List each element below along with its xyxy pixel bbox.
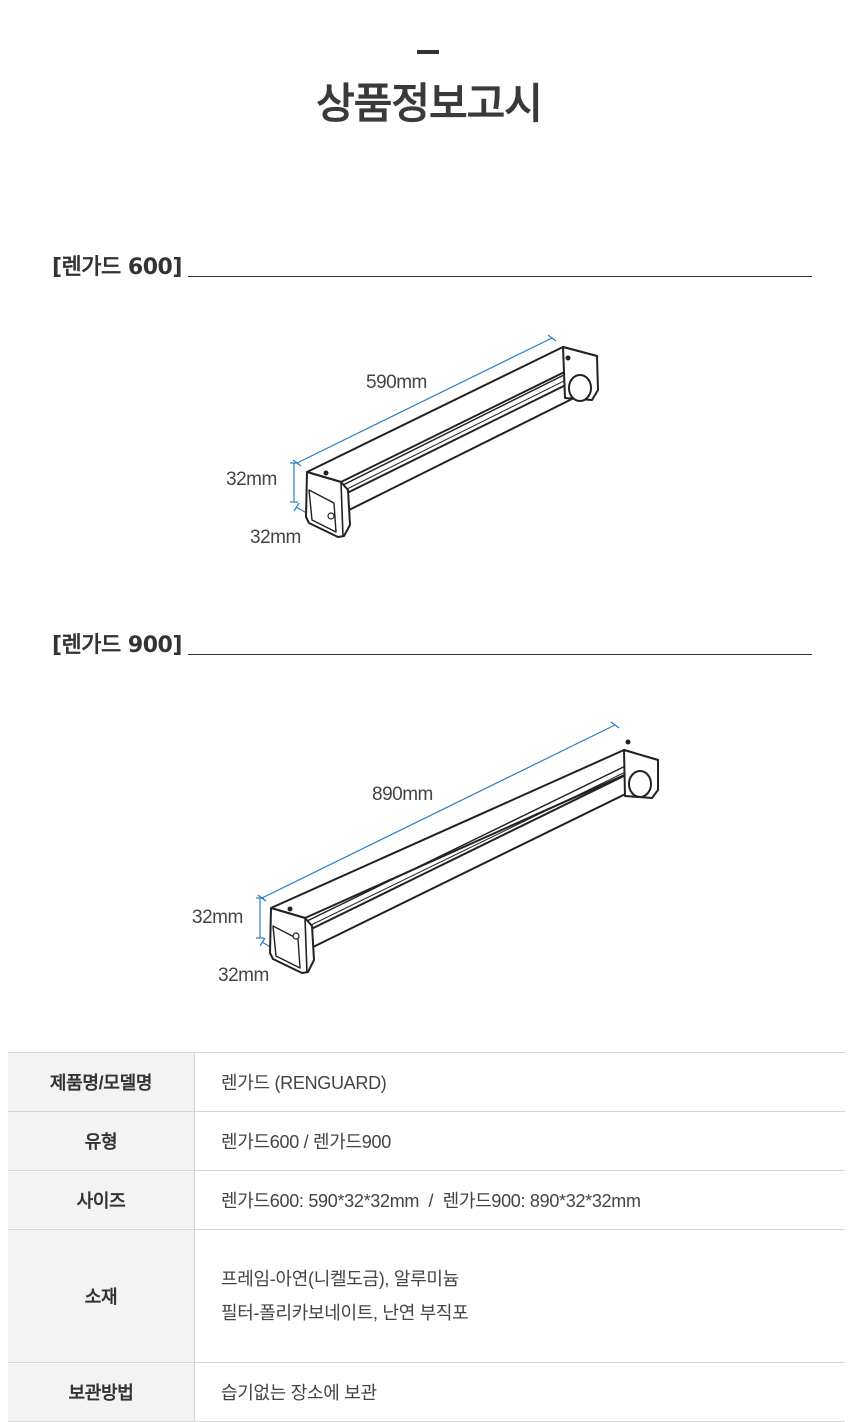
row-value: 렌가드600 / 렌가드900 [194, 1111, 845, 1171]
row-value: 습기없는 장소에 보관 [194, 1362, 845, 1422]
section-label: [렌가드 600] [52, 255, 182, 280]
table-row: 사이즈 렌가드600: 590*32*32mm / 렌가드900: 890*32… [8, 1170, 845, 1230]
material-line: 프레임-아연(니켈도금), 알루미늄 [221, 1269, 459, 1289]
bar-outline [305, 346, 599, 538]
row-key: 보관방법 [8, 1362, 195, 1422]
row-key: 사이즈 [8, 1170, 195, 1230]
dimension-depth-label: 32mm [250, 527, 301, 548]
section-divider [188, 654, 812, 655]
mount-hole [323, 470, 329, 476]
mount-hole [565, 355, 571, 361]
row-value: 렌가드 (RENGUARD) [194, 1052, 845, 1112]
dimension-length-label: 590mm [366, 372, 427, 393]
product-diagram-600: 590mm 32mm 32mm [0, 320, 858, 560]
table-row: 유형 렌가드600 / 렌가드900 [8, 1111, 845, 1171]
row-key: 소재 [8, 1229, 195, 1363]
product-diagram-900: 890mm 32mm 32mm [0, 710, 858, 1000]
page-title: 상품정보고시 [316, 79, 543, 128]
row-value: 프레임-아연(니켈도금), 알루미늄 필터-폴리카보네이트, 난연 부직포 [194, 1229, 845, 1363]
table-row: 보관방법 습기없는 장소에 보관 [8, 1362, 845, 1422]
row-key: 제품명/모델명 [8, 1052, 195, 1112]
dimension-height-label: 32mm [192, 907, 243, 928]
product-info-table: 제품명/모델명 렌가드 (RENGUARD) 유형 렌가드600 / 렌가드90… [8, 1052, 845, 1422]
section-header-renguard-900: [렌가드 900] [52, 630, 812, 662]
title-dash [417, 50, 439, 54]
table-row: 제품명/모델명 렌가드 (RENGUARD) [8, 1052, 845, 1112]
dimension-height-label: 32mm [226, 469, 277, 490]
bar-outline [269, 749, 659, 974]
dimension-length-label: 890mm [372, 784, 433, 805]
row-value: 렌가드600: 590*32*32mm / 렌가드900: 890*32*32m… [194, 1170, 845, 1230]
section-label: [렌가드 900] [52, 633, 182, 658]
section-divider [188, 276, 812, 277]
row-key: 유형 [8, 1111, 195, 1171]
material-line: 필터-폴리카보네이트, 난연 부직포 [221, 1303, 469, 1323]
section-header-renguard-600: [렌가드 600] [52, 252, 812, 284]
mount-hole [625, 739, 631, 745]
dimension-depth-label: 32mm [218, 965, 269, 986]
mount-hole [287, 906, 293, 912]
table-row: 소재 프레임-아연(니켈도금), 알루미늄 필터-폴리카보네이트, 난연 부직포 [8, 1229, 845, 1363]
